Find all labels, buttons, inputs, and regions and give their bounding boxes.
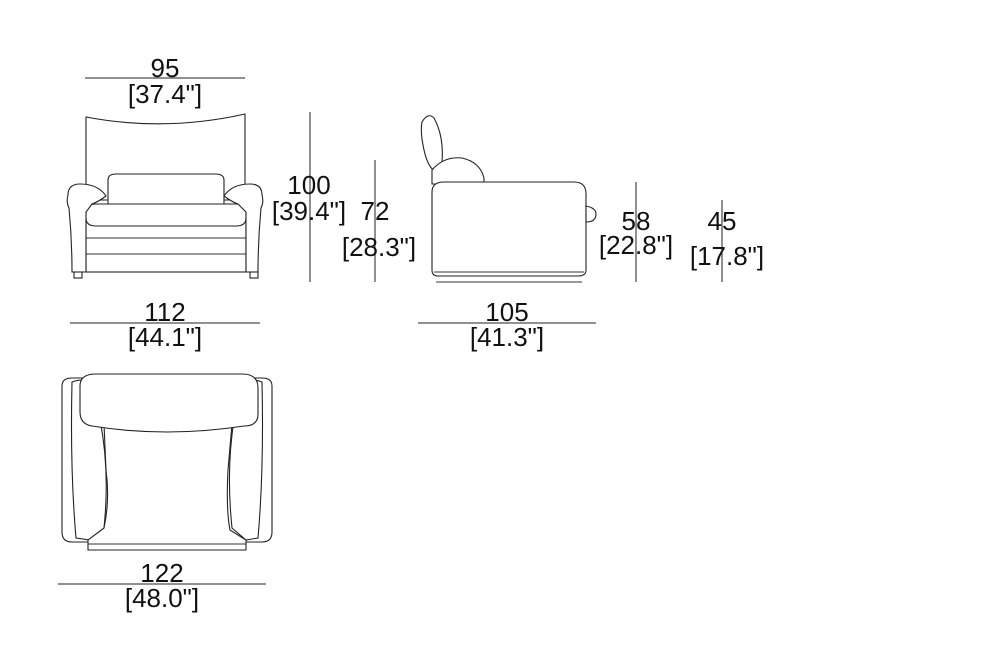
side-body (431, 181, 587, 277)
side-seat-top-cm: 58 (622, 206, 651, 236)
front-arm-height-cm: 72 (361, 196, 390, 226)
top-back-cushion (79, 373, 259, 433)
top-seat (87, 423, 247, 551)
front-right-arm (223, 183, 264, 273)
top-width-in: [48.0"] (125, 583, 199, 613)
side-back-cushion (431, 157, 485, 185)
top-width-cm: 122 (140, 558, 183, 588)
front-total-width-cm: 112 (144, 297, 185, 327)
front-left-arm (66, 183, 107, 273)
front-total-width-in: [44.1"] (128, 322, 202, 352)
front-arm-height-in: [28.3"] (342, 232, 416, 262)
front-width-cm: 95 (151, 53, 180, 83)
front-height-cm: 100 (287, 170, 330, 200)
front-seat-cushion (85, 203, 247, 227)
front-right-foot (249, 271, 259, 279)
front-width-in: [37.4"] (128, 79, 202, 109)
front-height-in: [39.4"] (272, 196, 346, 226)
side-seat-front (585, 205, 597, 223)
front-left-foot (73, 271, 83, 279)
side-depth-in: [41.3"] (470, 322, 544, 352)
top-view: 122 [48.0"] (58, 373, 273, 613)
side-view: 105 [41.3"] 58 [22.8"] 45 [17.8"] (418, 115, 764, 352)
side-seat-height-cm: 45 (708, 206, 737, 236)
side-depth-cm: 105 (485, 297, 528, 327)
front-view: 95 [37.4"] 100 [39.4"] 72 [28.3"] 112 [4… (66, 53, 416, 352)
side-seat-top-in: [22.8"] (599, 230, 673, 260)
front-back-cushion (107, 173, 225, 205)
side-seat-height-in: [17.8"] (690, 241, 764, 271)
